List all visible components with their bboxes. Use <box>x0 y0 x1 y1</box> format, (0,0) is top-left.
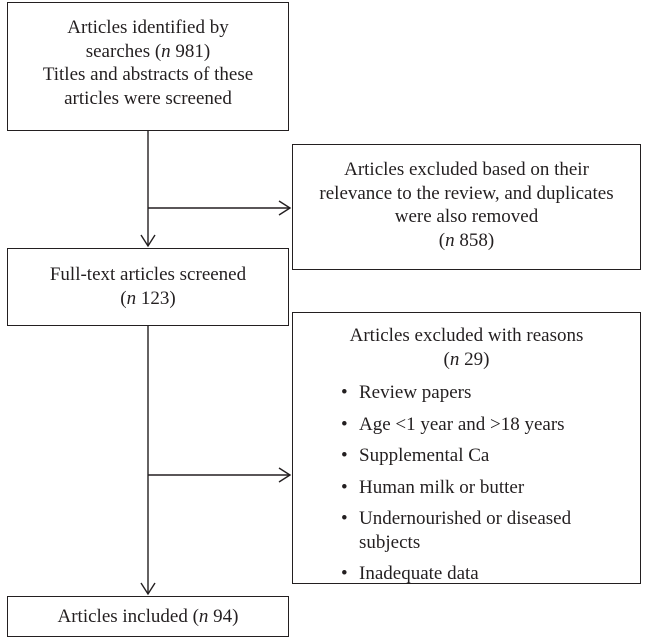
bullet-marker: • <box>341 508 348 529</box>
fulltext-line1: Full-text articles screened <box>49 264 247 285</box>
reason-item: • Inadequate data <box>341 563 479 584</box>
bullet-marker: • <box>341 563 348 584</box>
bullet-marker: • <box>341 445 348 466</box>
bullet-marker: • <box>341 413 348 435</box>
excluded-reasons-title: Articles excluded with reasons <box>349 325 584 346</box>
excluded-relevance-count: (n 858) <box>438 229 495 251</box>
bullet-marker: • <box>341 382 348 403</box>
arrowhead-to-excluded-relevance <box>278 200 292 216</box>
arrowhead-to-included <box>140 582 156 596</box>
excluded-relevance-line1: Articles excluded based on their <box>344 159 589 180</box>
excluded-relevance-line3: were also removed <box>394 206 539 227</box>
exclusion-reasons-list: • Review papers • Age <1 year and >18 ye… <box>341 381 640 586</box>
identified-line1: Articles identified by <box>67 17 229 38</box>
reason-item: • Human milk or butter <box>341 476 525 498</box>
included-box: Articles included (n 94) <box>7 596 289 637</box>
included-label: Articles included (n 94) <box>57 606 239 627</box>
excluded-reasons-count: (n 29) <box>443 348 490 370</box>
reason-item: • Review papers <box>341 382 472 403</box>
identified-line2: searches (n 981) <box>85 40 211 62</box>
excluded-relevance-line2: relevance to the review, and duplicates <box>319 182 614 204</box>
fulltext-count: (n 123) <box>120 287 176 309</box>
arrowhead-to-fulltext <box>140 234 156 248</box>
fulltext-box: Full-text articles screened (n 123) <box>7 248 289 326</box>
reason-item: • Undernourished or diseased subjects <box>341 508 572 553</box>
identified-line3: Titles and abstracts of these <box>42 64 254 85</box>
reason-item: • Supplemental Ca <box>341 445 490 466</box>
excluded-relevance-box: Articles excluded based on their relevan… <box>292 144 641 270</box>
reason-item: • Age <1 year and >18 years <box>341 413 565 435</box>
arrowhead-to-excluded-reasons <box>278 467 292 483</box>
identified-box: Articles identified by searches (n 981) … <box>7 2 289 131</box>
identified-line4: articles were screened <box>64 87 232 109</box>
bullet-marker: • <box>341 476 348 498</box>
excluded-reasons-box: Articles excluded with reasons (n 29) • … <box>292 312 641 584</box>
